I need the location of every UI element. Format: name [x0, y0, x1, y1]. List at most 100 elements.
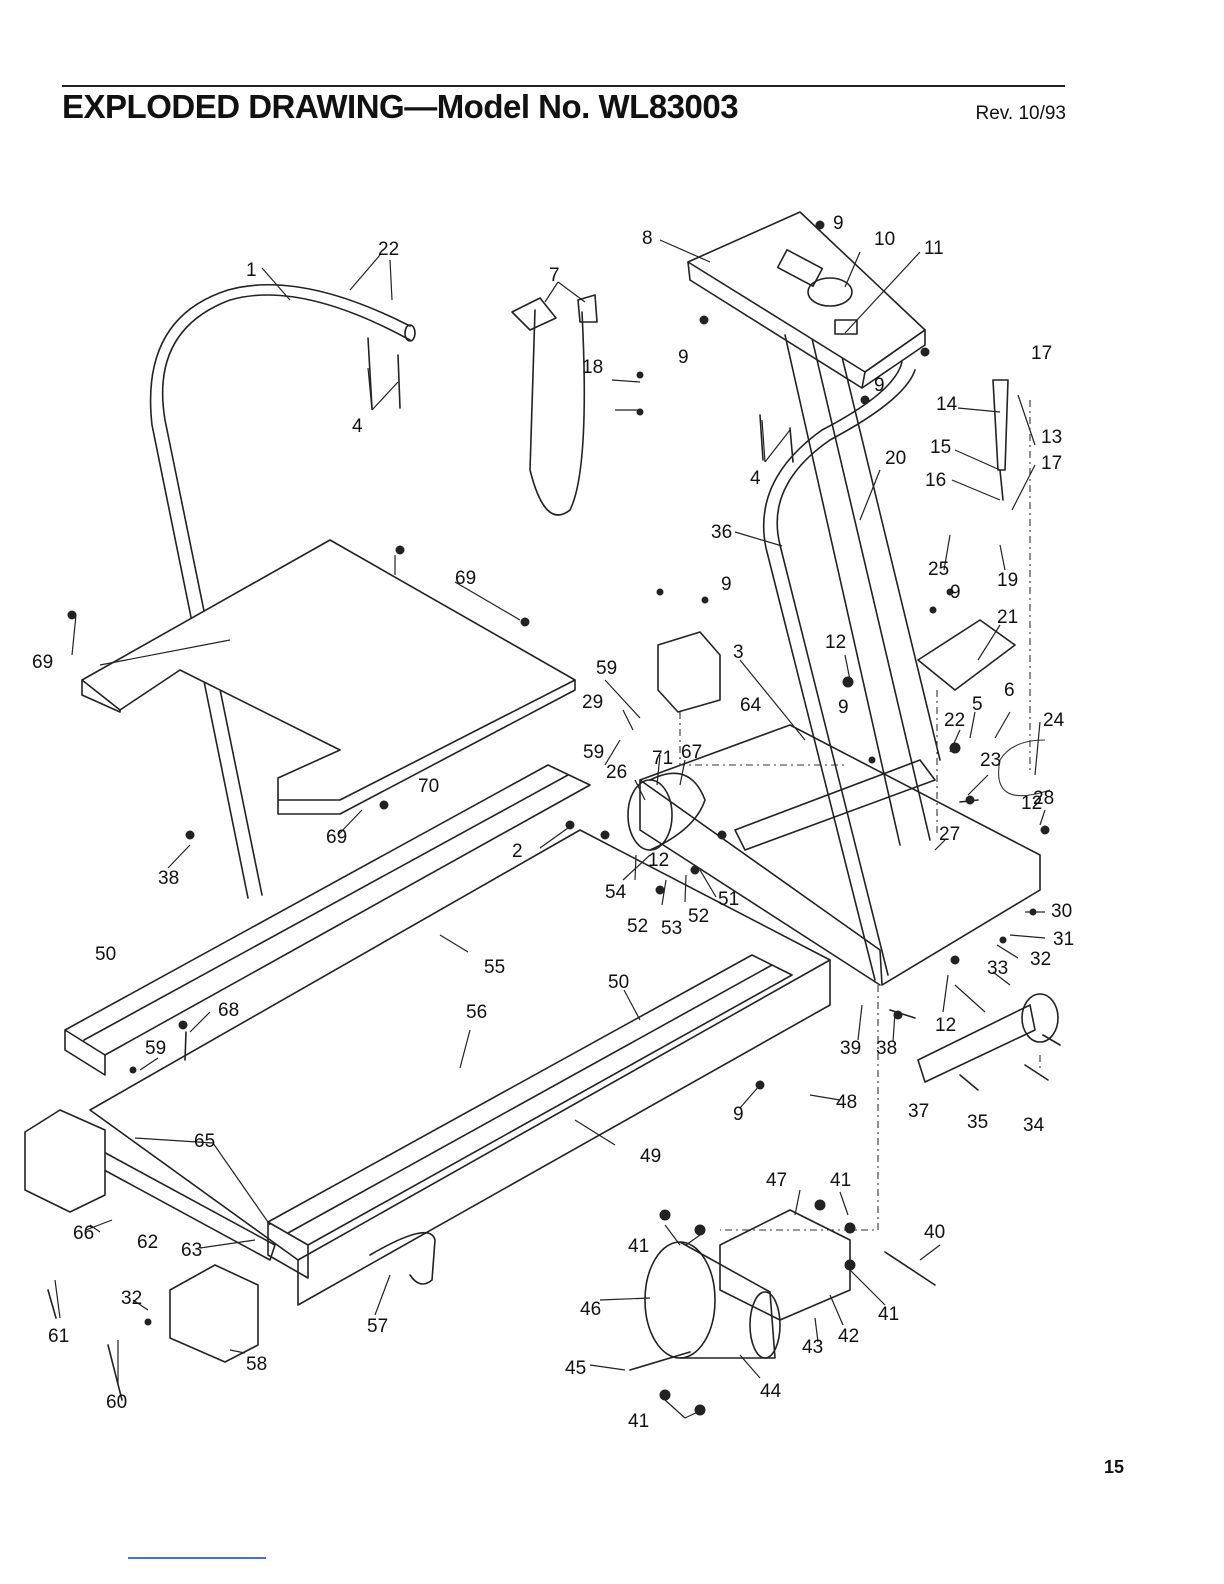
callout-31: 31 [1053, 929, 1074, 950]
bottom-link-underline [128, 1557, 266, 1559]
upright-right [776, 369, 916, 976]
callout-57: 57 [367, 1316, 388, 1337]
callout-9d: 9 [721, 574, 732, 595]
callout-35: 35 [967, 1112, 988, 1133]
walking-deck-edge [297, 959, 831, 1306]
callout-50b: 50 [608, 972, 629, 993]
frame-crossbar [734, 759, 936, 851]
callout-12d: 12 [1021, 793, 1042, 814]
console-front [687, 261, 866, 389]
callout-32b: 32 [121, 1288, 142, 1309]
rear-wheel [1021, 993, 1059, 1043]
callout-9b: 9 [678, 347, 689, 368]
callout-39: 39 [840, 1038, 861, 1059]
callout-50a: 50 [95, 944, 116, 965]
callout-63: 63 [181, 1240, 202, 1261]
callout-38a: 38 [158, 868, 179, 889]
callout-5: 5 [972, 694, 983, 715]
callout-66: 66 [73, 1223, 94, 1244]
safety-key-tether [529, 309, 586, 516]
callout-26: 26 [606, 762, 627, 783]
safety-key-clip [511, 294, 598, 331]
upright-right-inner [762, 361, 903, 981]
motor-mount [719, 1209, 851, 1321]
callout-65: 65 [194, 1131, 215, 1152]
callout-9e: 9 [950, 582, 961, 603]
callout-2: 2 [512, 841, 523, 862]
callout-12a: 12 [825, 632, 846, 653]
callout-52b: 52 [688, 906, 709, 927]
header-rule [62, 85, 1065, 87]
callout-41b: 41 [628, 1236, 649, 1257]
callout-71: 71 [652, 748, 673, 769]
callout-7: 7 [549, 265, 560, 286]
motor-hood [81, 539, 576, 801]
callout-1: 1 [246, 260, 257, 281]
callout-41a: 41 [830, 1170, 851, 1191]
callout-13: 13 [1041, 427, 1062, 448]
callout-54: 54 [605, 882, 627, 903]
callout-9g: 9 [733, 1104, 744, 1125]
callout-24: 24 [1043, 710, 1065, 731]
callout-22a: 22 [378, 239, 399, 260]
rail-left [64, 764, 591, 1076]
callout-27: 27 [939, 824, 960, 845]
callout-49: 49 [640, 1146, 661, 1167]
incline-shock [992, 379, 1009, 501]
callout-59b: 59 [583, 742, 604, 763]
callout-32a: 32 [1030, 949, 1051, 970]
callout-29: 29 [582, 692, 603, 713]
end-cap-right [169, 1264, 259, 1363]
callout-69b: 69 [32, 652, 53, 673]
callout-51: 51 [718, 889, 739, 910]
callout-9a: 9 [833, 213, 844, 234]
callout-17a: 17 [1031, 343, 1052, 364]
callout-10: 10 [874, 229, 895, 250]
callout-67: 67 [681, 742, 702, 763]
motor-body [679, 1241, 776, 1359]
callout-8: 8 [642, 228, 653, 249]
callout-25: 25 [928, 559, 949, 580]
rail-right [267, 954, 793, 1279]
handrail-end [404, 324, 416, 342]
callout-60: 60 [106, 1392, 127, 1413]
callout-18: 18 [582, 357, 603, 378]
leader-lines [54, 239, 1046, 1419]
callout-52a: 52 [627, 916, 648, 937]
callout-14: 14 [936, 394, 958, 415]
revision-label: Rev. 10/93 [975, 103, 1066, 124]
callout-38b: 38 [876, 1038, 897, 1059]
callout-41d: 41 [628, 1411, 649, 1432]
rear-roller-pulley [627, 779, 673, 851]
callout-53: 53 [661, 918, 682, 939]
callout-21: 21 [997, 607, 1018, 628]
motor-hood-edge [81, 679, 576, 815]
callout-15: 15 [930, 437, 951, 458]
callout-62: 62 [137, 1232, 158, 1253]
callout-17b: 17 [1041, 453, 1062, 474]
callout-9f: 9 [838, 697, 849, 718]
callout-47: 47 [766, 1170, 787, 1191]
callout-43: 43 [802, 1337, 823, 1358]
hardware-dots [67, 220, 1050, 1416]
callout-9c: 9 [874, 375, 885, 396]
callout-58: 58 [246, 1354, 267, 1375]
callout-55: 55 [484, 957, 505, 978]
callout-48: 48 [836, 1092, 857, 1113]
console-knob [807, 277, 853, 307]
callout-12b: 12 [648, 850, 669, 871]
callout-70: 70 [418, 776, 439, 797]
callout-61: 61 [48, 1326, 69, 1347]
transformer [657, 631, 721, 713]
callout-16: 16 [925, 470, 946, 491]
motor-end [749, 1291, 781, 1359]
callout-69c: 69 [326, 827, 347, 848]
frame-base [639, 724, 1041, 986]
bolts [47, 337, 1061, 1401]
console-display [776, 248, 824, 288]
controller-board [917, 619, 1016, 691]
callout-6: 6 [1004, 680, 1015, 701]
callout-42: 42 [838, 1326, 859, 1347]
callout-30: 30 [1051, 901, 1072, 922]
